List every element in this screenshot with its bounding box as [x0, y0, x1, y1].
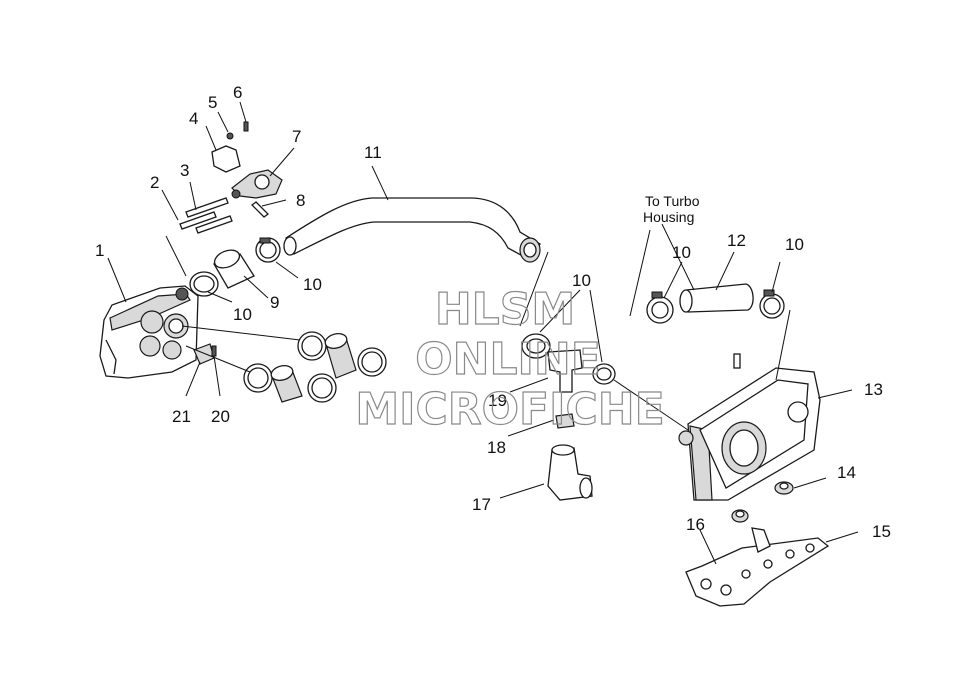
watermark-line-3: MICROFICHE — [355, 384, 664, 435]
coupler-part-9 — [213, 249, 255, 289]
callout-4: 4 — [189, 109, 198, 128]
tee-part-19 — [547, 349, 583, 393]
callout-20: 20 — [211, 407, 230, 426]
valve-part-7 — [231, 169, 283, 199]
callout-14: 14 — [837, 463, 856, 482]
callout-5: 5 — [208, 93, 217, 112]
clamp-part-10-f — [759, 289, 785, 319]
screw-part-6 — [243, 121, 249, 132]
callout-10-b: 10 — [233, 305, 252, 324]
callout-2: 2 — [150, 173, 159, 192]
grommet-part-16 — [731, 509, 749, 523]
callout-9: 9 — [270, 293, 279, 312]
callout-10-a: 10 — [303, 275, 322, 294]
bracket-part-4 — [211, 145, 241, 173]
callout-21: 21 — [172, 407, 191, 426]
callout-12: 12 — [727, 231, 746, 250]
note-line-2: Housing — [643, 209, 694, 225]
callout-10-d: 10 — [672, 243, 691, 262]
watermark: HLSM ONLINE MICROFICHE — [355, 283, 666, 435]
callout-19: 19 — [488, 391, 507, 410]
callout-15: 15 — [872, 522, 891, 541]
callout-labels: 1 2 3 4 5 6 7 8 9 10 10 10 10 10 11 12 1… — [95, 83, 891, 541]
tube-part-2 — [179, 211, 217, 230]
callout-8: 8 — [296, 191, 305, 210]
callout-6: 6 — [233, 83, 242, 102]
fitting-part-18 — [555, 413, 575, 429]
clamp-part-10-e — [646, 291, 674, 324]
hose-part-11 — [283, 197, 541, 263]
hose-part-12 — [679, 283, 754, 313]
callout-10-c: 10 — [572, 271, 591, 290]
airbox-part-1 — [99, 285, 199, 379]
intercooler-part-13 — [678, 353, 821, 501]
nut-part-5 — [226, 132, 234, 140]
grommet-part-14 — [774, 481, 794, 495]
clamp-part-10-d — [592, 363, 616, 385]
bracket-part-15 — [685, 527, 830, 607]
callout-10-e: 10 — [785, 235, 804, 254]
coupler-set-lower — [270, 333, 357, 403]
pin-part-8 — [251, 201, 269, 218]
callout-1: 1 — [95, 241, 104, 260]
watermark-line-1: HLSM — [435, 284, 575, 335]
callout-3: 3 — [180, 161, 189, 180]
watermark-line-2: ONLINE — [415, 334, 601, 385]
clamp-part-10-c — [521, 333, 551, 359]
callout-17: 17 — [472, 495, 491, 514]
callout-18: 18 — [487, 438, 506, 457]
elbow-part-17 — [547, 444, 593, 501]
leader-lines — [107, 101, 859, 565]
note-line-1: To Turbo — [645, 193, 700, 209]
note-to-turbo-housing: To Turbo Housing — [643, 193, 700, 225]
callout-16: 16 — [686, 515, 705, 534]
tube-part-3 — [185, 197, 233, 234]
callout-7: 7 — [292, 127, 301, 146]
screw-part-20 — [211, 345, 217, 357]
clamp-set-lower — [243, 331, 387, 403]
clamp-part-10-b — [255, 237, 281, 263]
callout-11: 11 — [364, 143, 382, 162]
clamp-part-10-a — [189, 271, 219, 297]
callout-13: 13 — [864, 380, 883, 399]
